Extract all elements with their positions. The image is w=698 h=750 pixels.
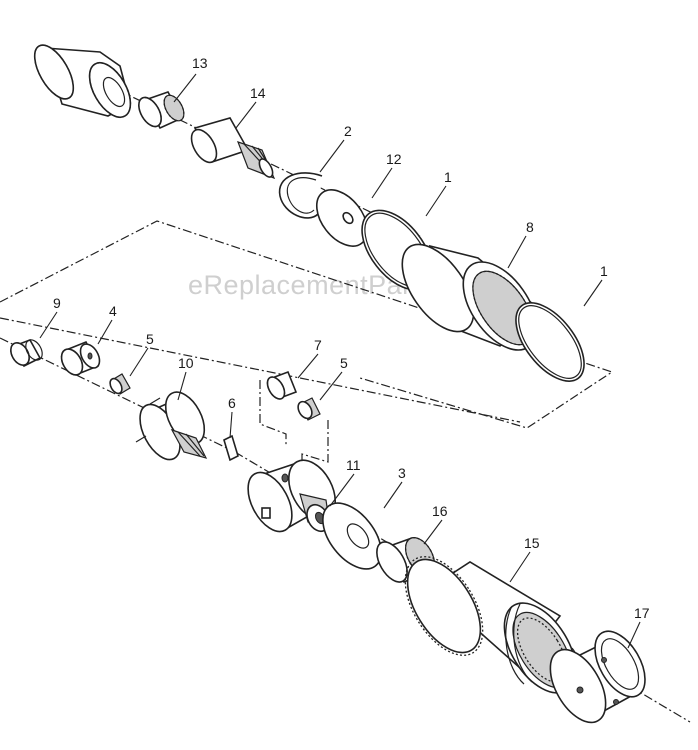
part-1-o-ring-lower — [515, 302, 585, 382]
part-2-retaining-ring — [278, 172, 323, 219]
part-7-gear — [266, 370, 298, 400]
callout-5-left: 5 — [146, 331, 154, 347]
callout-14: 14 — [250, 85, 266, 101]
leader-lines — [39, 73, 641, 649]
callout-10: 10 — [178, 355, 194, 371]
callout-labels: 13 14 2 12 1 8 1 9 4 5 10 7 5 6 11 3 16 … — [53, 55, 650, 621]
callout-1-upper: 1 — [444, 169, 452, 185]
callout-7: 7 — [314, 337, 322, 353]
callout-2: 2 — [344, 123, 352, 139]
assembly-frame — [0, 220, 614, 429]
part-5-bearing-right — [297, 397, 321, 421]
part-11-carrier — [247, 459, 336, 533]
part-5-bearing-left — [109, 373, 131, 395]
part-6-pin — [223, 434, 239, 462]
callout-6: 6 — [228, 395, 236, 411]
part-3-thrust-washer — [322, 502, 382, 570]
callout-1-lower: 1 — [600, 263, 608, 279]
callout-15: 15 — [524, 535, 540, 551]
part-13-spline-gear — [138, 91, 185, 130]
part-17-end-cap — [549, 630, 646, 724]
callout-16: 16 — [432, 503, 448, 519]
part-4-planet-gear — [60, 340, 101, 376]
callout-11: 11 — [346, 457, 361, 473]
callout-3: 3 — [398, 465, 406, 481]
axis-lines — [0, 89, 691, 723]
callout-4: 4 — [109, 303, 117, 319]
callout-9: 9 — [53, 295, 61, 311]
gear-hub-top — [33, 44, 132, 118]
callout-17: 17 — [634, 605, 650, 621]
callout-8: 8 — [526, 219, 534, 235]
part-10-planet-carrier — [135, 391, 208, 461]
callout-13: 13 — [192, 55, 208, 71]
callout-12: 12 — [386, 151, 402, 167]
part-14-shaft — [190, 117, 276, 180]
part-12-washer — [315, 189, 369, 247]
part-9-planet-gear — [10, 339, 43, 368]
callout-5-right: 5 — [340, 355, 348, 371]
